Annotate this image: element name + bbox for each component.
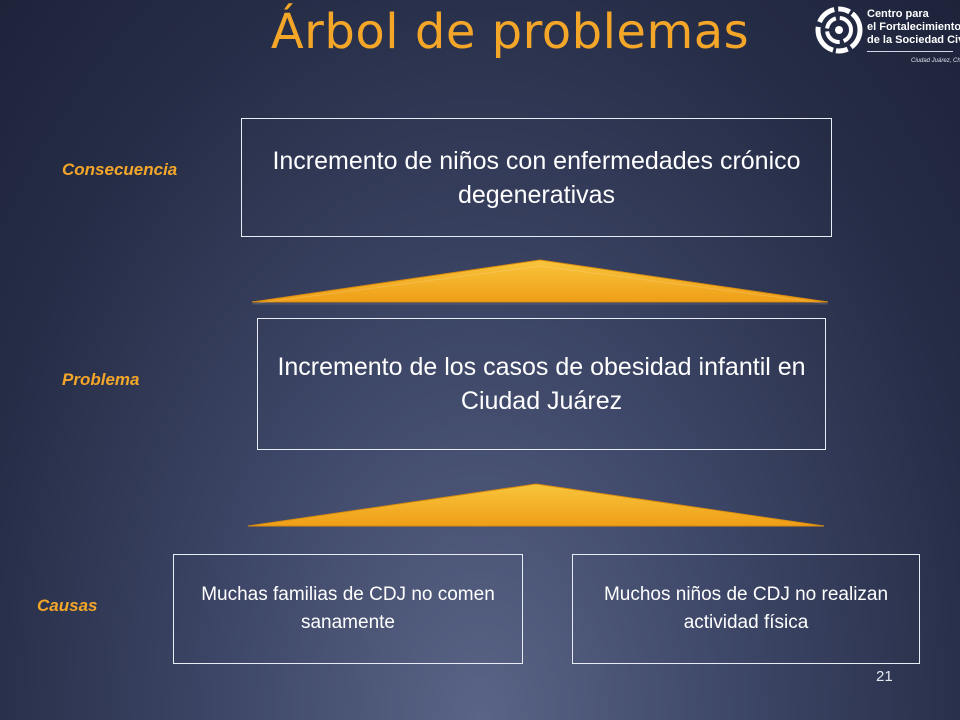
- causes-label: Causas: [37, 596, 98, 615]
- logo-divider: [867, 51, 953, 52]
- cause-box-2: Muchos niños de CDJ no realizan activida…: [572, 554, 920, 664]
- cause-text-2: Muchos niños de CDJ no realizan activida…: [603, 584, 889, 633]
- consequence-text: Incremento de niños con enfermedades cró…: [272, 146, 801, 209]
- logo-tagline: Ciudad Juárez, Chih.: [911, 58, 960, 64]
- organization-logo: Centro para el Fortalecimiento de la Soc…: [815, 6, 960, 66]
- cause-text-1: Muchas familias de CDJ no comen sanament…: [201, 584, 495, 633]
- logo-mark-icon: [815, 6, 863, 54]
- problem-label: Problema: [62, 370, 140, 389]
- page-number: 21: [876, 668, 893, 685]
- logo-line-2: el Fortalecimiento: [867, 21, 960, 33]
- problem-text: Incremento de los casos de obesidad infa…: [277, 353, 806, 415]
- logo-line-1: Centro para: [867, 8, 929, 20]
- logo-line-3: de la Sociedad Civil: [867, 34, 960, 46]
- problem-box: Incremento de los casos de obesidad infa…: [257, 318, 826, 450]
- cause-box-1: Muchas familias de CDJ no comen sanament…: [173, 554, 523, 664]
- consequence-label: Consecuencia: [62, 160, 178, 179]
- lower-connector-arrow: [247, 483, 825, 527]
- upper-connector-arrow: [251, 259, 829, 305]
- consequence-box: Incremento de niños con enfermedades cró…: [241, 118, 832, 237]
- slide-title: Árbol de problemas: [270, 4, 750, 60]
